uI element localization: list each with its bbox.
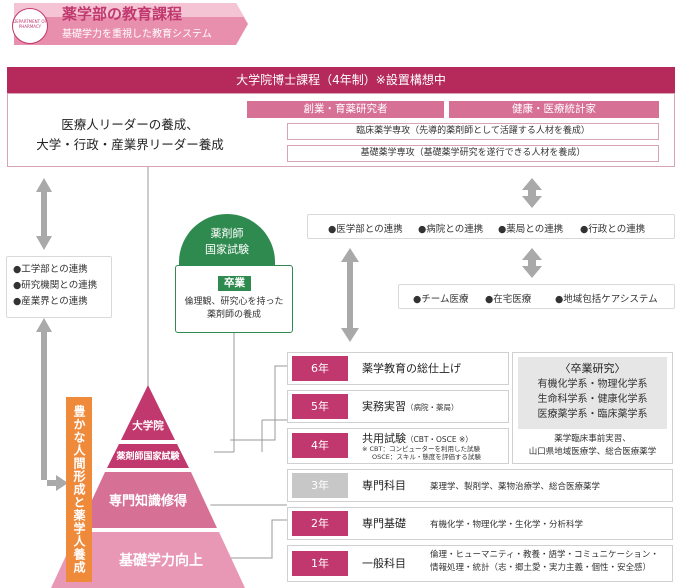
research-field-1: 有機化学系・物理化学系	[537, 379, 648, 390]
exam-title-line-1: 薬剤師	[210, 227, 244, 240]
graduation-desc-2: 薬剤師の養成	[206, 310, 261, 320]
research-fields: 有機化学系・物理化学系 生命科学系・健康化学系 医療薬学系・臨床薬学系	[518, 377, 667, 422]
specialty-clinical: 臨床薬学専攻（先導的薬剤師として活躍する人材を養成）	[287, 123, 659, 140]
year-4-detail-1: ※ CBT：コンピューターを利用した試験	[362, 445, 480, 453]
year-3-detail: 薬理学、製剤学、薬物治療学、総合医療薬学	[430, 482, 601, 492]
year-row-1	[287, 545, 673, 582]
header-banner	[14, 3, 248, 45]
year-5-title: 実務実習（病院・薬局）	[362, 398, 459, 414]
vertical-label-human-development: 豊かな人間形成と薬学人養成	[66, 397, 92, 582]
research-practice-1: 薬学臨床事前実習、	[554, 434, 631, 444]
group-health-statistics: 健康・医療統計家	[449, 101, 659, 118]
year-label-6: 6年	[292, 356, 348, 381]
pyramid-basic-skills: 基礎学力向上	[119, 553, 203, 569]
specialty-basic: 基礎薬学専攻（基礎薬学研究を遂行できる人材を養成）	[287, 145, 659, 162]
year-label-3: 3年	[292, 473, 348, 498]
connection-home-medicine: ●在宅医療	[485, 294, 532, 305]
year-4-detail-2: OSCE：スキル・態度を評価する試験	[372, 453, 481, 461]
doctoral-course-title: 大学院博士課程（4年制）※設置構想中	[7, 67, 675, 93]
connection-community-care: ●地域包括ケアシステム	[555, 294, 658, 305]
graduation-label: 卒業	[218, 276, 251, 291]
pyramid-specialized-knowledge: 専門知識修得	[108, 494, 187, 509]
page-title: 薬学部の教育課程	[62, 5, 183, 23]
year-1-detail: 倫理・ヒューマニティ・教養・語学・コミュニケーション・ 情報処理・統計（志・郷土…	[430, 549, 659, 575]
connection-pharmacy: ●薬局との連携	[498, 224, 564, 235]
year-row-3	[287, 469, 673, 502]
graduation-description: 倫理観、研究心を持った 薬剤師の養成	[178, 296, 290, 322]
year-4-title-text: 共用試験	[362, 432, 406, 445]
year-label-1: 1年	[292, 551, 348, 576]
connection-engineering: ●工学部との連携	[13, 264, 88, 275]
year-label-2: 2年	[292, 511, 348, 536]
department-badge: DEPARTMENT OF PHARMACY	[12, 8, 48, 44]
connections-middle: ●チーム医療 ●在宅医療 ●地域包括ケアシステム	[398, 284, 675, 309]
year-4-sub: （CBT・OSCE ※）	[406, 435, 473, 444]
connection-team-medicine: ●チーム医療	[413, 294, 469, 305]
leader-goal: 医療人リーダーの養成、 大学・行政・産業界リーダー養成	[30, 115, 230, 155]
year-6-title: 薬学教育の総仕上げ	[362, 362, 461, 375]
group-drug-research: 創業・育薬研究者	[247, 101, 444, 118]
year-1-detail-2: 情報処理・統計（志・郷土愛・実力主義・個性・安全感）	[430, 563, 652, 573]
year-row-2	[287, 507, 673, 540]
leader-line-1: 医療人リーダーの養成、	[61, 117, 199, 132]
year-label-4: 4年	[292, 433, 348, 458]
year-2-title: 専門基礎	[362, 517, 406, 530]
page-subtitle: 基礎学力を重視した教育システム	[62, 29, 212, 40]
year-3-title: 専門科目	[362, 479, 406, 492]
pyramid-graduate-school: 大学院	[132, 420, 164, 432]
year-2-detail: 有機化学・物理化学・生化学・分析科学	[430, 520, 584, 530]
year-1-detail-1: 倫理・ヒューマニティ・教養・語学・コミュニケーション・	[430, 550, 659, 560]
year-4-detail: ※ CBT：コンピューターを利用した試験 OSCE：スキル・態度を評価する試験	[362, 445, 481, 461]
research-title: 〈卒業研究〉	[559, 362, 626, 375]
year-4-title: 共用試験（CBT・OSCE ※）	[362, 430, 473, 446]
connection-research-institutes: ●研究機関との連携	[13, 280, 98, 291]
research-practice: 薬学臨床事前実習、 山口県地域医療学、総合医療薬学	[512, 433, 673, 459]
connections-top: ●医学部との連携 ●病院との連携 ●薬局との連携 ●行政との連携	[307, 214, 675, 239]
year-1-title: 一般科目	[362, 557, 406, 570]
year-5-title-text: 実務実習	[362, 400, 406, 413]
connection-industry: ●産業界との連携	[13, 296, 88, 307]
connections-left: ●工学部との連携 ●研究機関との連携 ●産業界との連携	[6, 256, 112, 318]
year-5-sub: （病院・薬局）	[406, 403, 459, 412]
graduation-desc-1: 倫理観、研究心を持った	[184, 297, 284, 307]
leader-line-2: 大学・行政・産業界リーダー養成	[36, 137, 224, 152]
research-field-2: 生命科学系・健康化学系	[537, 394, 648, 405]
research-fields-panel	[518, 357, 667, 429]
research-practice-2: 山口県地域医療学、総合医療薬学	[528, 447, 657, 457]
connection-medical-school: ●医学部との連携	[328, 224, 403, 235]
exam-title-line-2: 国家試験	[205, 243, 249, 256]
connection-hospital: ●病院との連携	[418, 224, 484, 235]
connection-administration: ●行政との連携	[580, 224, 646, 235]
pyramid-national-exam: 薬剤師国家試験	[116, 452, 180, 462]
research-field-3: 医療薬学系・臨床薬学系	[537, 409, 648, 420]
year-label-5: 5年	[292, 394, 348, 419]
